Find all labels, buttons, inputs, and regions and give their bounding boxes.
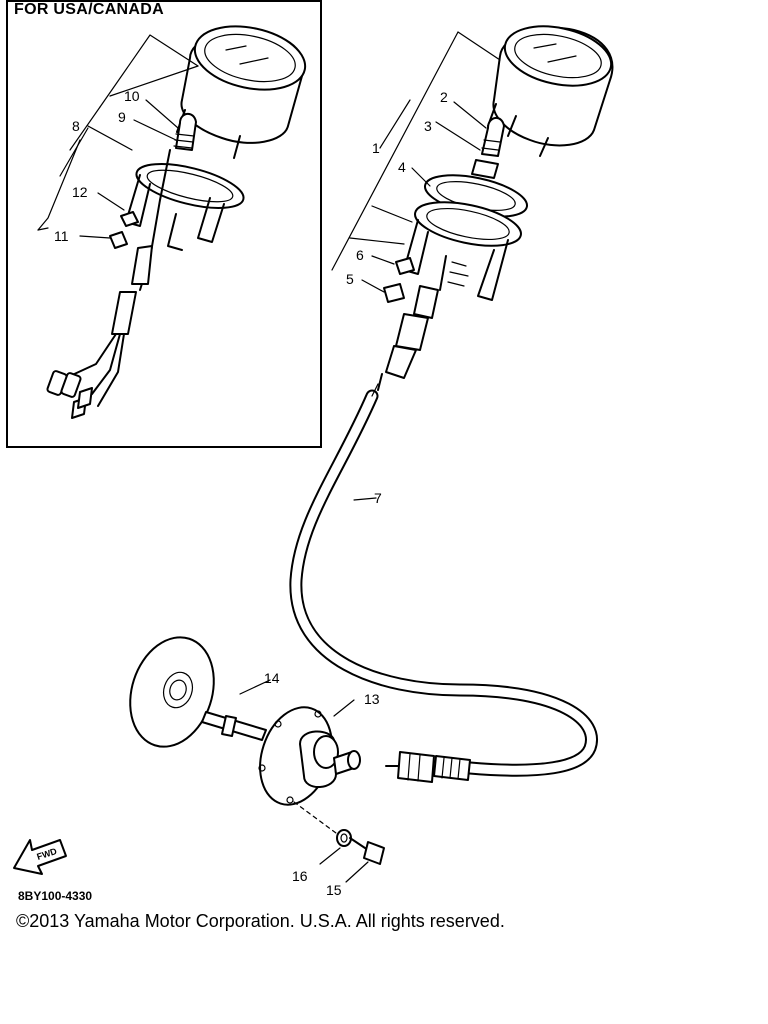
callout-5: 5 — [346, 271, 354, 287]
callout-3: 3 — [424, 118, 432, 134]
callout-1: 1 — [372, 140, 380, 156]
callout-14: 14 — [264, 670, 280, 686]
callout-11: 11 — [54, 228, 69, 244]
callout-2: 2 — [440, 89, 448, 105]
callout-16: 16 — [292, 868, 308, 884]
callout-6: 6 — [356, 247, 364, 263]
main-meter-assembly — [377, 25, 614, 391]
inset-title: FOR USA/CANADA — [14, 1, 164, 18]
main-leader-lines — [331, 31, 501, 293]
callout-8: 8 — [72, 118, 80, 134]
speedometer-cable — [289, 383, 598, 783]
inset-leader-lines — [37, 34, 199, 239]
callout-12: 12 — [72, 184, 88, 200]
callout-labels: 1 2 3 4 5 6 7 8 9 10 11 12 13 14 15 16 — [54, 88, 448, 898]
inset-frame — [6, 0, 322, 448]
callout-4: 4 — [398, 159, 406, 175]
wheel-drive-assembly — [129, 636, 385, 883]
part-code: 8BY100-4330 — [18, 889, 93, 903]
callout-13: 13 — [364, 691, 380, 707]
fwd-arrow-icon: FWD — [13, 839, 67, 875]
callout-10: 10 — [124, 88, 140, 104]
callout-9: 9 — [118, 109, 126, 125]
copyright-notice: ©2013 Yamaha Motor Corporation. U.S.A. A… — [16, 911, 505, 931]
inset-meter-assembly — [46, 25, 307, 419]
callout-15: 15 — [326, 882, 342, 898]
callout-7: 7 — [374, 490, 382, 506]
